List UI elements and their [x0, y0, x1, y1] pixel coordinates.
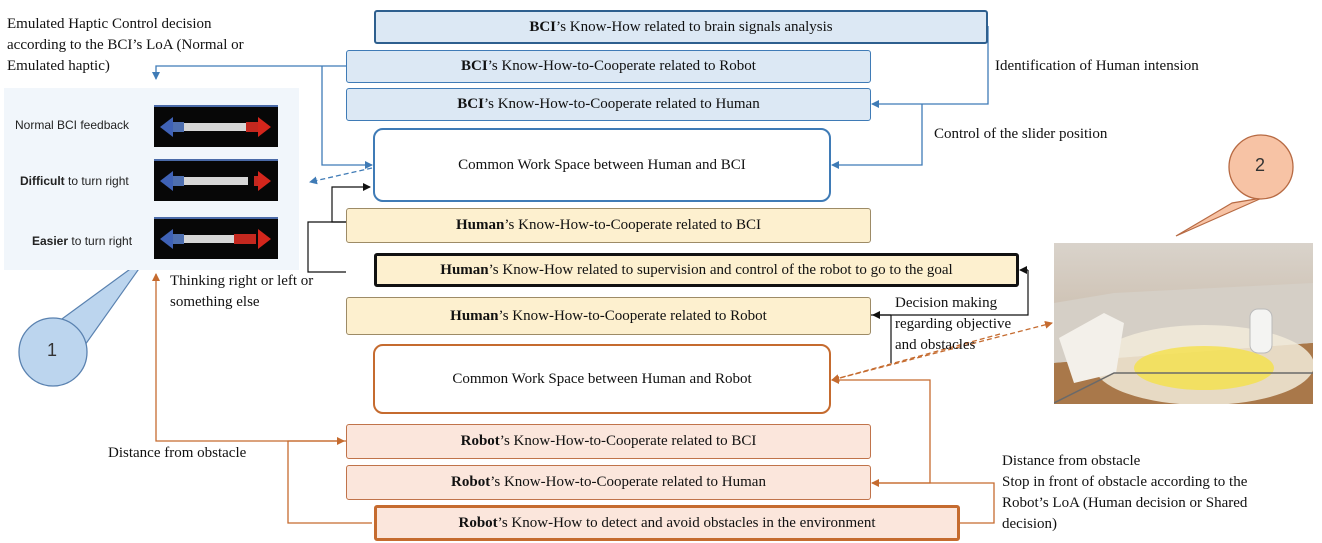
- callout-2-circle: [1228, 134, 1294, 200]
- box-bci-coop-human: BCI’s Know-How-to-Cooperate related to H…: [346, 88, 871, 121]
- right-arrow-icon: [258, 171, 271, 191]
- box-cws-human-robot: Common Work Space between Human and Robo…: [373, 344, 831, 414]
- box-cws-human-bci: Common Work Space between Human and BCI: [373, 128, 831, 202]
- left-arrow-icon: [160, 171, 173, 191]
- feedback-row-difficult: Difficult to turn right: [20, 174, 129, 188]
- robot-scene-drawing: [1054, 283, 1313, 404]
- right-arrow-icon: [258, 117, 271, 137]
- robot-scene-photo: [1054, 243, 1313, 404]
- arrow-robot-to-cws: [831, 376, 931, 484]
- box-robot-coop-bci: Robot’s Know-How-to-Cooperate related to…: [346, 424, 871, 459]
- bci-feedback-panel: Normal BCI feedback Difficult to turn ri…: [4, 88, 299, 270]
- note-decision-making: Decision making regarding objective and …: [895, 295, 1012, 353]
- slider-easier: [154, 217, 278, 259]
- arrow-robot-to-coop-bci: [287, 437, 372, 524]
- arrow-emulated-haptic: [152, 65, 346, 80]
- arrow-bci-to-cws: [321, 66, 373, 169]
- arrow-human-to-cws: [331, 183, 371, 223]
- box-bci-knowhow: BCI’s Know-How related to brain signals …: [374, 10, 988, 44]
- note-distance-left: Distance from obstacle: [108, 445, 247, 461]
- box-human-coop-robot: Human’s Know-How-to-Cooperate related to…: [346, 297, 871, 335]
- arrow-photo-to-cws: [831, 333, 1001, 383]
- callout-1-label: 1: [47, 340, 58, 360]
- note-thinking: Thinking right or left or something else: [170, 273, 314, 310]
- box-robot-knowhow: Robot’s Know-How to detect and avoid obs…: [374, 505, 960, 541]
- note-emulated-haptic: Emulated Haptic Control decision accordi…: [7, 16, 244, 74]
- left-arrow-icon: [160, 117, 173, 137]
- box-human-coop-bci: Human’s Know-How-to-Cooperate related to…: [346, 208, 871, 243]
- feedback-row-normal: Normal BCI feedback: [15, 118, 130, 132]
- box-robot-coop-human: Robot’s Know-How-to-Cooperate related to…: [346, 465, 871, 500]
- callout-1-circle: [18, 317, 88, 387]
- arrow-decision-making: [871, 314, 892, 363]
- arrow-cws-to-photo: [831, 320, 1053, 381]
- box-human-knowhow: Human’s Know-How related to supervision …: [374, 253, 1019, 287]
- callout-2-label: 2: [1255, 155, 1266, 175]
- note-identification: Identification of Human intension: [995, 58, 1199, 74]
- callout-2-pointer: [1175, 197, 1263, 237]
- note-control-slider: Control of the slider position: [934, 126, 1108, 142]
- right-arrow-icon: [258, 229, 271, 249]
- arrow-cws-to-panel: [309, 167, 373, 185]
- arrow-control-slider: [831, 104, 923, 169]
- arrow-identification: [871, 26, 989, 108]
- arrow-distance-right: [871, 479, 995, 524]
- box-bci-coop-robot: BCI’s Know-How-to-Cooperate related to R…: [346, 50, 871, 83]
- note-distance-right: Distance from obstacle Stop in front of …: [1002, 453, 1248, 532]
- left-arrow-icon: [160, 229, 173, 249]
- slider-normal: [154, 105, 278, 147]
- arrow-human-to-robot-coop: [872, 270, 1029, 319]
- feedback-row-easier: Easier to turn right: [32, 234, 133, 248]
- arrow-human-coop-bci: [307, 221, 346, 273]
- slider-difficult: [154, 159, 278, 201]
- arrow-distance-left: [152, 273, 346, 442]
